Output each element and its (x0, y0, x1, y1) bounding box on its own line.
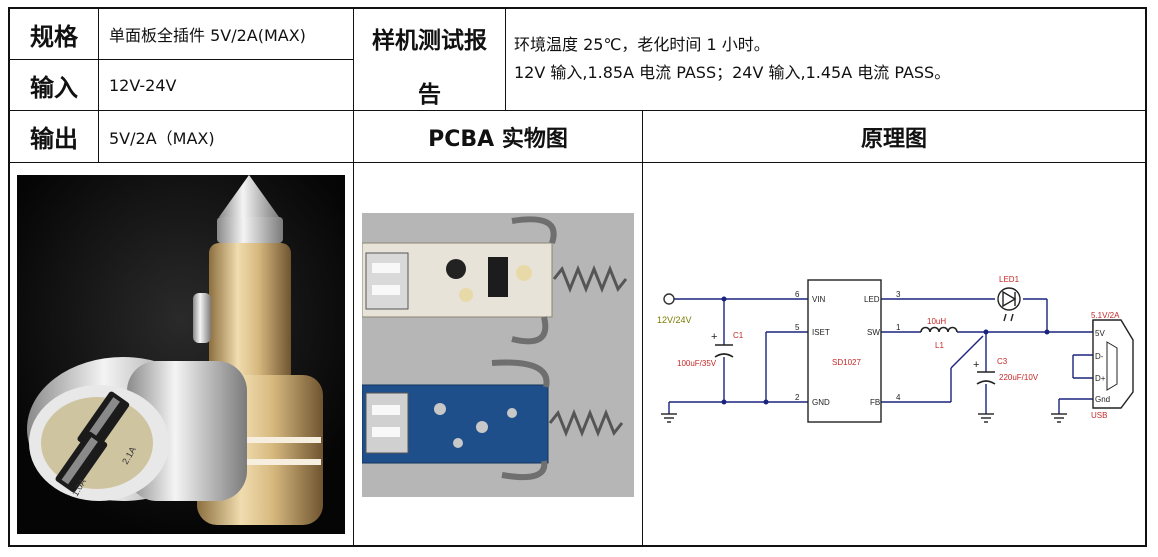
l1-value: 10uH (927, 317, 946, 326)
led1-name: LED1 (999, 275, 1020, 284)
pcba-photo (362, 213, 634, 497)
row-divider-1 (8, 59, 353, 60)
schematic-header: 原理图 (860, 126, 927, 152)
col-divider-2 (353, 7, 354, 547)
c3-value: 220uF/10V (999, 373, 1039, 382)
spec-label: 规格 (30, 22, 78, 51)
product-photo: 2.1A 1.0A (17, 175, 345, 534)
pin-gnd-label: GND (812, 398, 830, 407)
pcba-header: PCBA 实物图 (428, 126, 568, 152)
usb-name: USB (1091, 411, 1107, 420)
pin-vin-number: 6 (795, 290, 800, 299)
car-charger-illustration: 2.1A 1.0A (17, 175, 345, 534)
pin-led-number: 3 (896, 290, 901, 299)
usb-pin-dplus: D+ (1095, 374, 1106, 383)
table-border-right (1145, 7, 1147, 547)
row-divider-2 (8, 110, 1147, 111)
ic-name: SD1027 (832, 358, 861, 367)
l1-name: L1 (935, 341, 944, 350)
pin-led-label: LED (864, 295, 880, 304)
input-voltage-label: 12V/24V (657, 315, 692, 325)
col-divider-1 (98, 7, 99, 162)
row-divider-3 (8, 162, 1147, 163)
col-divider-4 (642, 110, 643, 547)
test-report-line2: 12V 输入,1.85A 电流 PASS；24V 输入,1.45A 电流 PAS… (514, 63, 951, 82)
schematic-svg: VIN ISET GND LED SW FB 6 5 2 3 1 4 SD102… (657, 275, 1134, 423)
test-report-label-line1: 样机测试报 (372, 28, 487, 54)
pin-fb-number: 4 (896, 393, 901, 402)
test-report-content: 环境温度 25℃，老化时间 1 小时。 12V 输入,1.85A 电流 PASS… (514, 31, 1142, 101)
pin-sw-label: SW (867, 328, 880, 337)
test-report-line1: 环境温度 25℃，老化时间 1 小时。 (514, 35, 770, 54)
test-report-label-line2: 告 (418, 82, 441, 108)
spec-value: 单面板全插件 5V/2A(MAX) (109, 26, 306, 45)
usb-pin-gnd: Gnd (1095, 395, 1110, 404)
pin-sw-number: 1 (896, 323, 901, 332)
c1-value: 100uF/35V (677, 359, 717, 368)
output-label: 输出 (30, 125, 78, 153)
input-value: 12V-24V (109, 75, 177, 95)
pin-iset-label: ISET (812, 328, 830, 337)
test-report-label: 样机测试报 告 (354, 9, 505, 110)
table-border-bottom (8, 545, 1147, 547)
pin-fb-label: FB (870, 398, 880, 407)
pin-iset-number: 5 (795, 323, 800, 332)
usb-pin-5v: 5V (1095, 329, 1105, 338)
pin-vin-label: VIN (812, 295, 826, 304)
pcba-boards-illustration (362, 213, 634, 497)
c3-plus-sign: + (973, 359, 979, 371)
pin-gnd-number: 2 (795, 393, 800, 402)
table-border-left (8, 7, 10, 547)
col-divider-3 (505, 7, 506, 110)
output-value: 5V/2A（MAX) (109, 128, 215, 148)
output-rating-label: 5.1V/2A (1091, 311, 1120, 320)
usb-pin-dminus: D- (1095, 352, 1104, 361)
table-border-top (8, 7, 1147, 9)
input-label: 输入 (30, 73, 78, 102)
c1-name: C1 (733, 331, 744, 340)
schematic-diagram: VIN ISET GND LED SW FB 6 5 2 3 1 4 SD102… (655, 268, 1141, 434)
c1-plus-sign: + (711, 331, 717, 343)
c3-name: C3 (997, 357, 1008, 366)
